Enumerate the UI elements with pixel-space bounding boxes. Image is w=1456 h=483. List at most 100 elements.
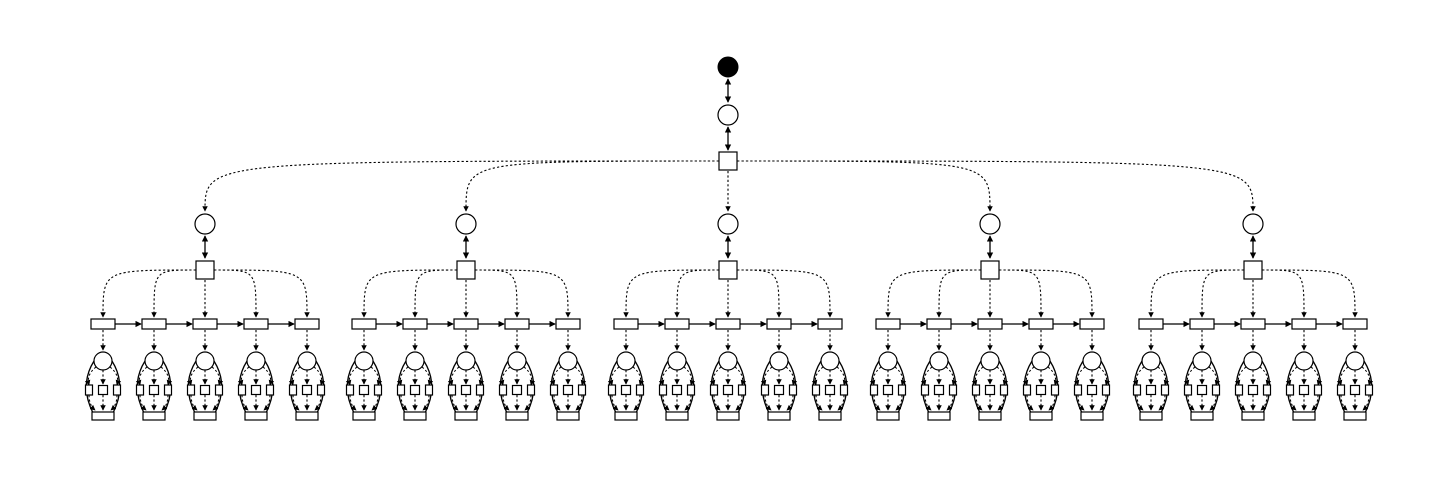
unit-left-box <box>1285 384 1295 396</box>
unit-bottom-link <box>735 394 743 411</box>
unit-left-box <box>1022 384 1032 396</box>
unit-bottom-link <box>684 394 692 411</box>
unit-bottom-link <box>1158 394 1166 411</box>
unit-head-node <box>297 351 317 371</box>
unit-bottom-node <box>1080 411 1104 421</box>
unit-left-box <box>971 384 981 396</box>
chain-box-node <box>192 318 218 330</box>
branch-top-node <box>455 213 477 235</box>
unit-head-node <box>769 351 789 371</box>
unit-bottom-link <box>924 394 932 411</box>
unit-bottom-node <box>454 411 478 421</box>
unit-bottom-link <box>611 394 619 411</box>
chain-box-node <box>90 318 116 330</box>
unit-side-link <box>1183 366 1196 386</box>
unit-side-link <box>1361 366 1374 386</box>
chain-link <box>151 269 197 318</box>
unit-bottom-link <box>997 394 1005 411</box>
unit-side-link <box>811 366 824 386</box>
unit-left-box <box>1073 384 1083 396</box>
chain-link <box>1199 269 1245 318</box>
unit-right-box <box>265 384 275 396</box>
unit-side-link <box>549 366 562 386</box>
unit-head-node <box>1031 351 1051 371</box>
unit-right-box <box>788 384 798 396</box>
unit-bottom-node <box>1139 411 1163 421</box>
unit-side-link <box>1022 366 1035 386</box>
unit-right-box <box>1313 384 1323 396</box>
chain-box-node <box>664 318 690 330</box>
chain-link <box>412 269 458 318</box>
unit-mid-box <box>358 384 370 396</box>
unit-bottom-node <box>876 411 900 421</box>
chain-link <box>1261 269 1307 318</box>
unit-bottom-link <box>837 394 845 411</box>
unit-left-box <box>709 384 719 396</box>
level2-hub-node <box>718 151 738 171</box>
unit-mid-box <box>250 384 262 396</box>
chain-box-node <box>1240 318 1266 330</box>
unit-bottom-link <box>349 394 357 411</box>
unit-head-node <box>1243 351 1263 371</box>
unit-mid-box <box>511 384 523 396</box>
unit-bottom-node <box>1029 411 1053 421</box>
unit-right-box <box>1262 384 1272 396</box>
unit-side-link <box>472 366 485 386</box>
unit-bottom-link <box>713 394 721 411</box>
unit-head-node <box>93 351 113 371</box>
unit-left-box <box>84 384 94 396</box>
unit-side-link <box>607 366 620 386</box>
unit-bottom-link <box>1340 394 1348 411</box>
unit-head-node <box>507 351 527 371</box>
unit-side-link <box>421 366 434 386</box>
chain-link <box>361 269 458 318</box>
unit-mid-box <box>773 384 785 396</box>
unit-bottom-link <box>1238 394 1246 411</box>
unit-head-node <box>195 351 215 371</box>
chain-box-node <box>715 318 741 330</box>
unit-bottom-link <box>1048 394 1056 411</box>
unit-head-node <box>246 351 266 371</box>
branch-top-node <box>979 213 1001 235</box>
chain-box-node <box>1079 318 1105 330</box>
chain-box-node <box>453 318 479 330</box>
unit-side-link <box>760 366 773 386</box>
branch-top-node <box>194 213 216 235</box>
unit-bottom-link <box>524 394 532 411</box>
unit-bottom-link <box>190 394 198 411</box>
unit-right-box <box>526 384 536 396</box>
unit-left-box <box>288 384 298 396</box>
unit-side-link <box>211 366 224 386</box>
unit-right-box <box>1211 384 1221 396</box>
chain-box-node <box>555 318 581 330</box>
unit-bottom-link <box>553 394 561 411</box>
unit-side-link <box>1073 366 1086 386</box>
unit-mid-box <box>460 384 472 396</box>
unit-bottom-node <box>1190 411 1214 421</box>
unit-left-box <box>549 384 559 396</box>
unit-mid-box <box>199 384 211 396</box>
chain-box-node <box>1342 318 1368 330</box>
branch-link <box>202 160 720 212</box>
chain-box-node <box>817 318 843 330</box>
chain-link <box>623 269 720 318</box>
unit-bottom-link <box>241 394 249 411</box>
unit-bottom-node <box>403 411 427 421</box>
unit-bottom-node <box>142 411 166 421</box>
unit-side-link <box>1208 366 1221 386</box>
unit-side-link <box>498 366 511 386</box>
unit-side-link <box>1132 366 1145 386</box>
branch-hub-node <box>456 260 476 280</box>
unit-mid-box <box>97 384 109 396</box>
chain-box-node <box>1189 318 1215 330</box>
chain-link <box>736 269 782 318</box>
unit-mid-box <box>562 384 574 396</box>
unit-mid-box <box>722 384 734 396</box>
unit-side-link <box>186 366 199 386</box>
unit-right-box <box>424 384 434 396</box>
unit-bottom-link <box>422 394 430 411</box>
unit-bottom-node <box>978 411 1002 421</box>
branch-top-node <box>1242 213 1264 235</box>
unit-mid-box <box>148 384 160 396</box>
chain-box-node <box>977 318 1003 330</box>
